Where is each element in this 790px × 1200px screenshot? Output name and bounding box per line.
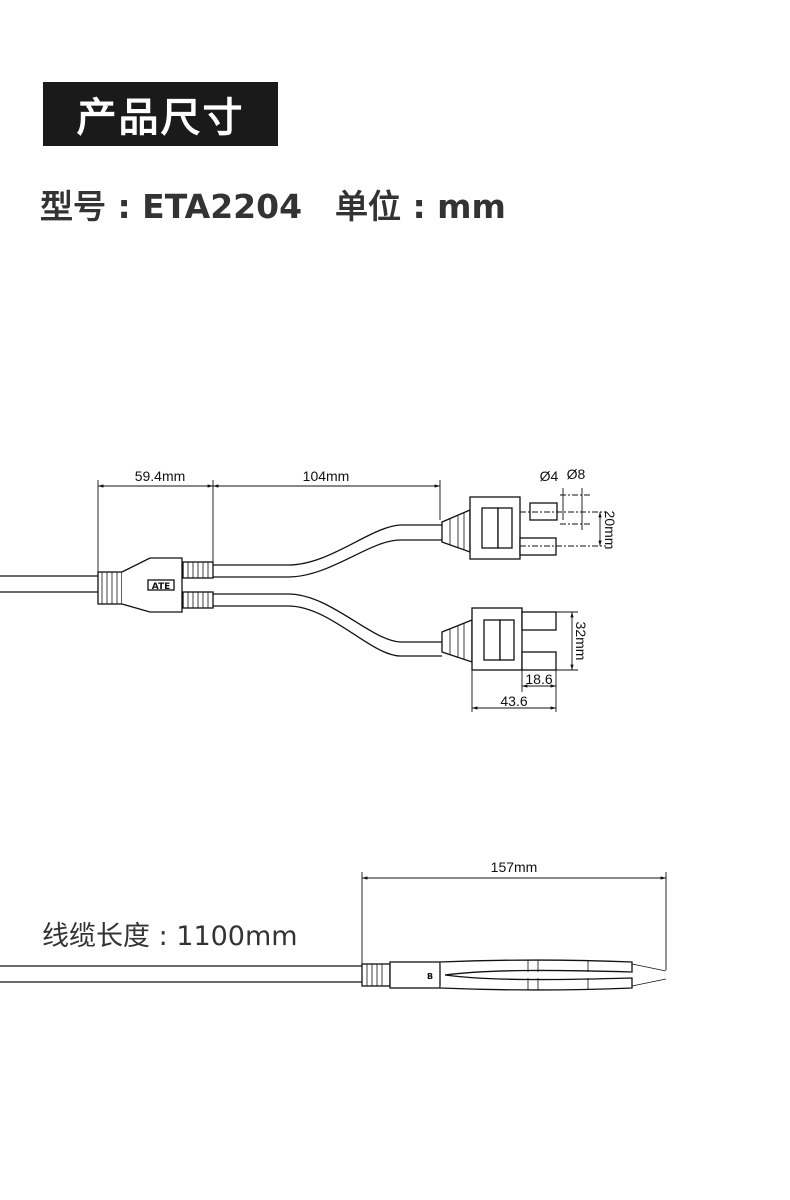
dim-pin-spacing: 20mm (602, 511, 618, 550)
dim-pin-length: 18.6 (525, 671, 552, 687)
dim-tweezer-length: 157mm (491, 859, 538, 875)
lower-branch-cable (213, 593, 442, 657)
hollow-pin (529, 502, 558, 521)
lower-connector-boot (441, 619, 473, 663)
page-title: 产品尺寸 (43, 82, 278, 146)
tweezer-tips (631, 963, 667, 987)
bottom-dimensions (361, 872, 667, 970)
dim-connector-height: 32mm (573, 622, 589, 661)
upper-connector-boot (441, 509, 471, 553)
dim-pin-outer-diameter: Ø8 (567, 466, 586, 482)
tweezer-arm-lower (439, 974, 633, 991)
dim-pin-inner-diameter: Ø4 (540, 468, 559, 484)
top-dimensions (97, 480, 606, 712)
dim-connector-length: 43.6 (500, 693, 527, 709)
tweezer-drawing: B (0, 959, 667, 991)
tweezer-mark: B (427, 972, 433, 981)
dim-branch-length: 104mm (303, 468, 350, 484)
dim-splitter-length: 59.4mm (135, 468, 186, 484)
solid-pin (519, 537, 557, 556)
splitter-cable-drawing: ATE (0, 496, 558, 671)
tweezer-arm-upper (439, 959, 633, 976)
unit-label: 单位 : mm (335, 187, 506, 226)
tweezer-handle (389, 961, 441, 989)
model-number: 型号 : ETA2204 (40, 187, 303, 226)
splitter-logo: ATE (152, 582, 171, 592)
tweezer-boot (361, 963, 391, 987)
upper-branch-cable (213, 524, 442, 578)
cable-length: 线缆长度 : 1100mm (42, 921, 298, 952)
